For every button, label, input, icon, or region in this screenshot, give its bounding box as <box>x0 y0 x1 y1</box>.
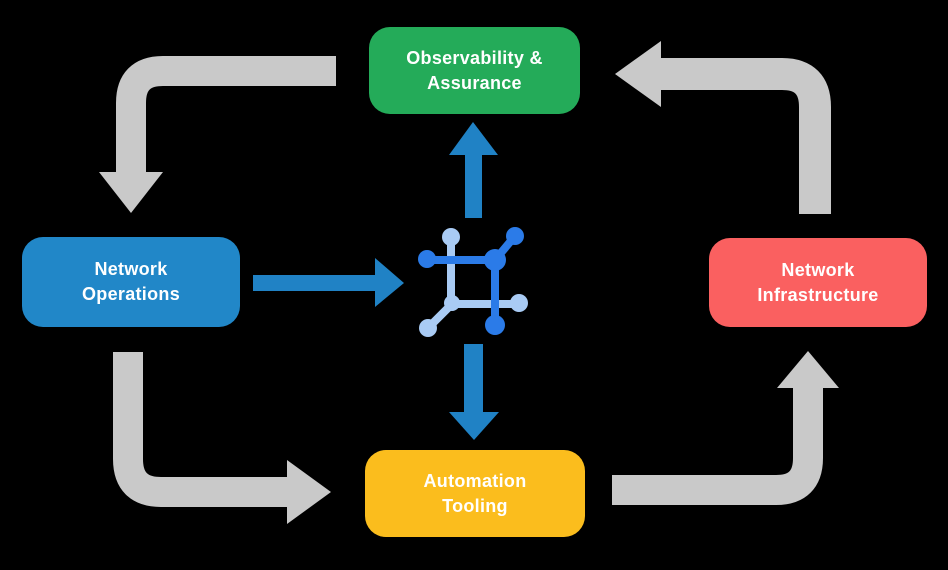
arrow-infrastructure-to-observability <box>615 41 831 214</box>
node-observability-assurance: Observability & Assurance <box>369 27 580 114</box>
network-fabric-icon-light-layer <box>419 228 528 337</box>
network-fabric-icon <box>418 227 528 337</box>
network-fabric-icon-bright-layer <box>418 227 524 335</box>
node-network-infrastructure: Network Infrastructure <box>709 238 927 327</box>
arrow-tooling-to-infrastructure <box>612 351 839 505</box>
arrow-center-to-observability <box>449 122 498 218</box>
node-automation-tooling: Automation Tooling <box>365 450 585 537</box>
node-network-operations: Network Operations <box>22 237 240 327</box>
arrow-operations-to-center <box>253 258 404 307</box>
arrow-operations-to-tooling <box>113 352 331 524</box>
arrow-center-to-tooling <box>449 344 499 440</box>
arrow-observability-to-operations <box>99 56 336 213</box>
